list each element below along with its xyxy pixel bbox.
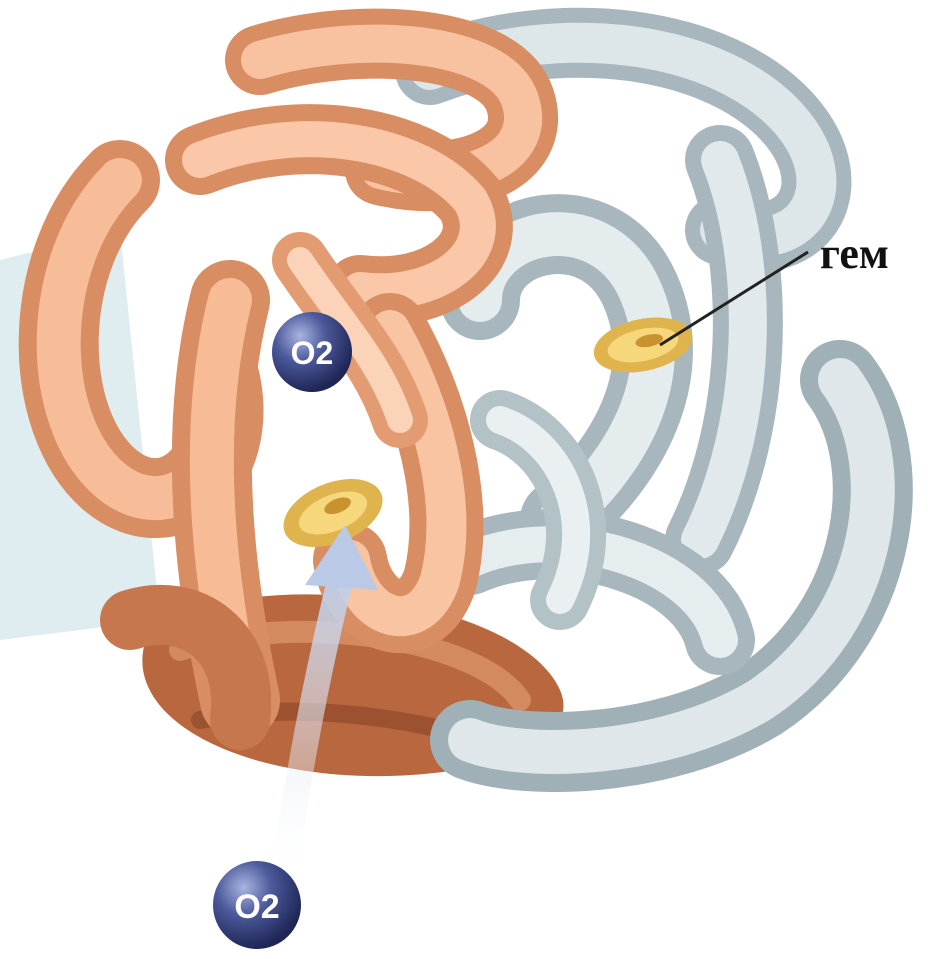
oxygen-free-label: O2: [234, 888, 279, 926]
heme-label: гем: [820, 229, 889, 278]
oxygen-molecule-bound: O2: [272, 312, 352, 392]
oxygen-bound-label: O2: [291, 335, 334, 371]
oxygen-molecule-free: O2: [213, 861, 301, 949]
